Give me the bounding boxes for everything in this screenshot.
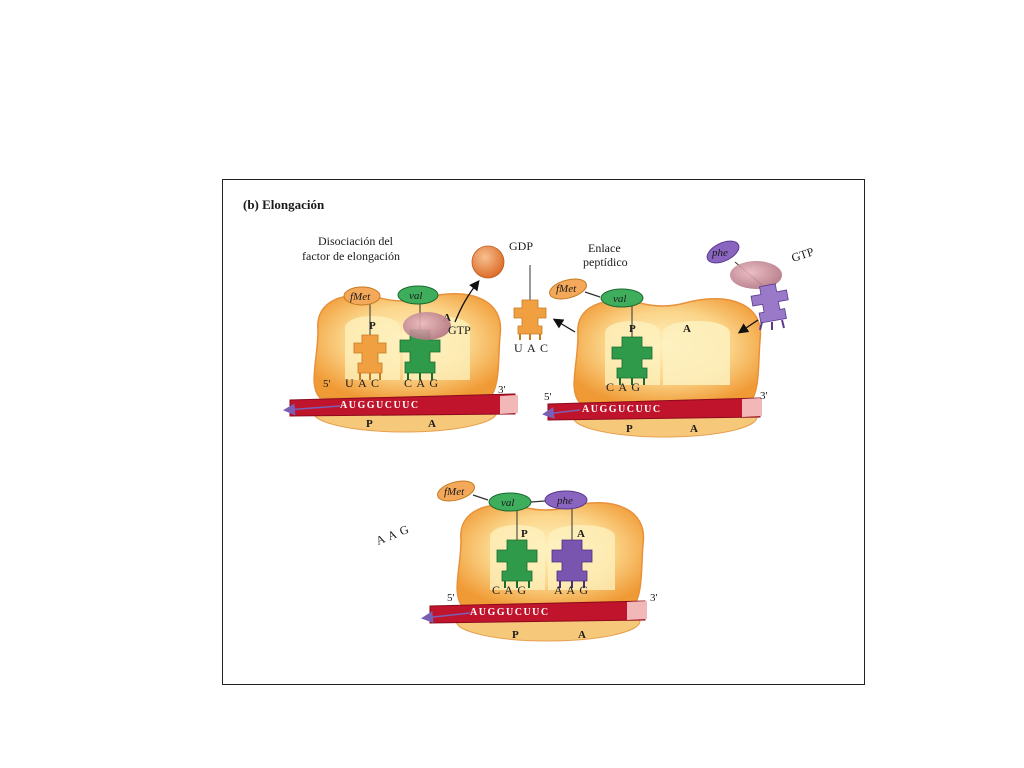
mrna-3: 3' (650, 592, 658, 604)
trna-p-green (496, 508, 538, 588)
site-a-top: A (577, 528, 585, 540)
phe-ball (544, 490, 588, 510)
exiting-anticodon-bottom: A A G (374, 522, 412, 548)
mrna-sequence: AUGGUCUUC (582, 404, 662, 415)
gtp-left: GTP (448, 323, 471, 337)
fmet-ball (437, 480, 475, 502)
exiting-trna (513, 265, 547, 340)
ribosome-right: P A fMet val C A G AUGGUCUUC 5' 3' (542, 278, 768, 438)
site-a-bottom: A (690, 423, 698, 435)
site-p-top: P (521, 528, 528, 540)
site-a-top: A (443, 312, 451, 324)
site-p-bottom: P (626, 423, 633, 435)
figure-title: (b) Elongación (243, 197, 325, 212)
fmet-label: fMet (350, 291, 371, 303)
ef-tu-blob (403, 312, 451, 340)
fmet-label: fMet (556, 283, 577, 295)
mrna-3: 3' (498, 384, 506, 396)
phe-ball (706, 240, 740, 264)
mrna-arrow (421, 611, 471, 623)
dissociation-arrow (454, 279, 480, 323)
dissociation-line2: factor de elongación (302, 249, 400, 263)
fmet-ball (343, 286, 381, 306)
entry-arrow (737, 319, 759, 334)
gtp-right: GTP (790, 244, 816, 264)
site-a-bottom: A (428, 418, 436, 430)
mrna-5: 5' (447, 592, 455, 604)
exiting-anticodon-mid: U A C (514, 341, 549, 355)
val-ball (600, 288, 644, 308)
peptide-bond-line (584, 291, 601, 298)
mrna-5-upper: 5' (323, 378, 331, 390)
exit-arrow (552, 318, 576, 333)
trna-p-green (611, 305, 653, 385)
peptide-bond-line2: peptídico (583, 255, 628, 269)
anticodon-a: C A G (404, 376, 439, 390)
mrna-end (627, 601, 647, 620)
peptide-bond-line-2 (530, 500, 546, 503)
phe-label: phe (556, 495, 573, 507)
mrna-5: 5' (544, 391, 552, 403)
fmet-label: fMet (444, 486, 465, 498)
val-label: val (409, 290, 422, 302)
mrna-arrow (542, 407, 581, 419)
val-label: val (613, 293, 626, 305)
anticodon-p: C A G (492, 583, 527, 597)
site-p-bottom: P (366, 418, 373, 430)
site-a-top: A (683, 323, 691, 335)
fmet-ball (549, 278, 587, 300)
a-site-pocket (663, 321, 730, 385)
anticodon-p: C A G (606, 380, 641, 394)
dissociation-line1: Disociación del (318, 234, 394, 248)
trna-a-purple (551, 508, 593, 588)
peptide-bond-line1: Enlace (588, 241, 621, 255)
mrna-sequence: AUGGUCUUC (470, 607, 550, 618)
mrna-arrow (283, 403, 341, 416)
ribosome-left: P A fMet val (283, 285, 518, 433)
anticodon-a: A A G (554, 583, 589, 597)
mrna-end (742, 398, 762, 417)
gdp-ball (471, 245, 505, 279)
site-p-top: P (369, 320, 376, 332)
mrna-sequence: AUGGUCUUC (340, 400, 420, 411)
ribosome-bottom: P A fMet val (421, 480, 658, 642)
val-ball (397, 285, 439, 305)
anticodon-p: U A C (345, 376, 380, 390)
gdp-label: GDP (509, 239, 533, 253)
incoming-phe-trna: phe (706, 240, 789, 331)
peptide-bond-line-1 (472, 494, 489, 501)
site-a-bottom: A (578, 629, 586, 641)
trna-p-orange (353, 300, 387, 380)
ef-tu-blob (730, 261, 782, 289)
mrna-3: 3' (760, 390, 768, 402)
phe-label: phe (711, 247, 728, 259)
val-label: val (501, 497, 514, 509)
mrna-end (500, 395, 518, 414)
site-p-bottom: P (512, 629, 519, 641)
